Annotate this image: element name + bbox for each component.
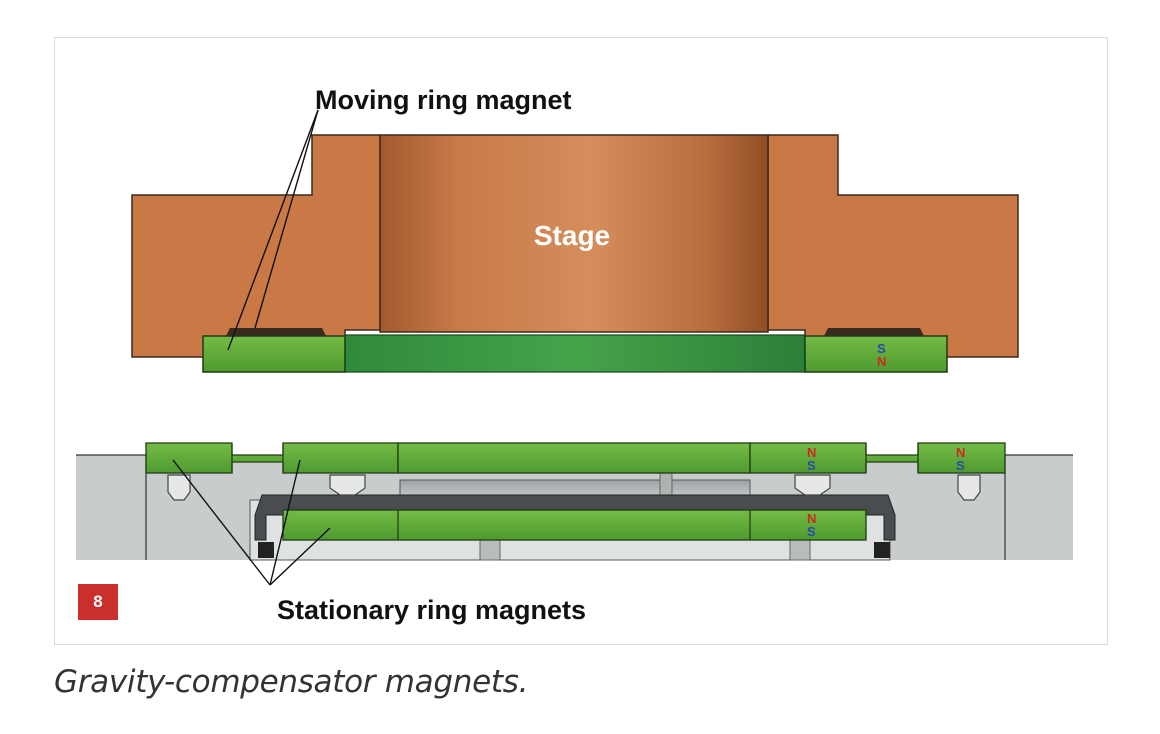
stage-cylinder [379,134,769,333]
stationary-assembly: N S N S N S [76,442,1073,561]
moving-ring-magnet-right [804,335,948,373]
stationary-magnet-top-center [397,442,751,474]
figure-caption: Gravity-compensator magnets. [54,664,529,700]
stage-assembly: S N [131,134,1019,373]
stationary-ring-magnets-label: Stationary ring magnets [277,595,586,625]
stationary-magnet-bottom [282,509,867,541]
stage-label: Stage [534,220,610,251]
pole-label-s: S [807,458,816,473]
moving-ring-magnet-left [202,335,346,373]
figure-number-badge: 8 [78,584,118,620]
pole-label-s: S [877,341,886,356]
pole-label-n: N [877,354,886,369]
pole-label-n: N [807,445,816,460]
pole-label-s: S [807,524,816,539]
leader-lines [172,109,331,586]
moving-ring-magnet-label: Moving ring magnet [315,85,572,115]
stage-base-band [344,334,806,373]
pole-label-s: S [956,458,965,473]
pole-label-n: N [956,445,965,460]
pole-label-n: N [807,511,816,526]
